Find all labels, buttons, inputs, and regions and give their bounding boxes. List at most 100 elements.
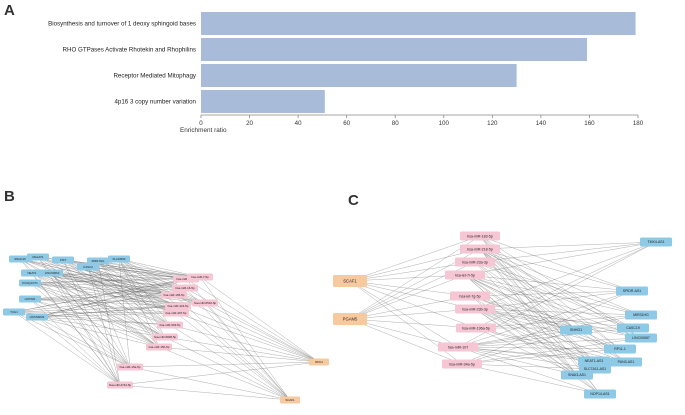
netb-edge-26 — [62, 259, 201, 278]
netb-node-mirna-20: hsa-miR-15a-5p — [117, 363, 143, 371]
category-label-2: Receptor Mediated Mitophagy — [113, 73, 196, 80]
category-label-3: 4p16 3 copy number variation — [114, 99, 196, 106]
netb-node-label-21: hsa-miR-4742-5p — [109, 383, 132, 387]
bar-2 — [201, 64, 517, 87]
netc-node-label-9: hsa-miR-107 — [448, 345, 469, 349]
netc-node-mirna-5: hsa-let-7i-5p — [445, 270, 485, 280]
netb-edge-105 — [87, 266, 187, 280]
netb-node-lncrna-3: NEAT1 — [21, 269, 43, 277]
netb-node-label-15: hsa-miR-424-5p — [168, 304, 189, 308]
netc-node-label-17: PAN3-AS1 — [618, 360, 635, 364]
netb-node-lncrna-2: XIST — [52, 256, 74, 264]
netc-node-lncrna-17: PAN3-AS1 — [610, 357, 642, 367]
netc-edge-29 — [479, 248, 621, 350]
netc-edge-40 — [474, 261, 595, 362]
category-label-1: RHO GTPases Activate Rhotekin and Rhophi… — [63, 47, 196, 54]
netc-node-lncrna-11: TMX4-AS1 — [640, 237, 672, 247]
netb-edge-97 — [51, 272, 175, 296]
netc-node-label-10: hsa-miR-34a-5p — [449, 362, 475, 366]
netb-edge-54 — [29, 298, 131, 368]
netc-node-gene-1: PGAM5 — [333, 313, 367, 325]
panel-letter-a: A — [4, 2, 15, 19]
netc-node-label-6: hsa-let-7g-5p — [459, 294, 480, 298]
netc-edge-48 — [464, 274, 627, 363]
netb-node-lncrna-9: FLJ43663 — [108, 255, 130, 263]
netc-node-mirna-6: hsa-let-7g-5p — [450, 291, 490, 301]
netc-edge-65 — [474, 308, 621, 350]
netc-edge-95 — [461, 363, 601, 395]
netc-edge-14 — [349, 308, 476, 320]
netc-edge-9 — [349, 235, 481, 320]
netc-edge-50 — [464, 274, 595, 362]
netc-edge-54 — [469, 290, 633, 297]
netb-edge-64 — [13, 311, 121, 386]
netc-node-lncrna-22: NOP14-AS1 — [584, 389, 616, 399]
netc-edge-64 — [474, 308, 634, 329]
netc-edge-30 — [479, 248, 627, 363]
netb-edge-87 — [118, 258, 186, 289]
netc-edge-76 — [475, 327, 595, 362]
netb-edge-85 — [97, 260, 206, 304]
netc-node-label-19: NEAT1-AS1 — [585, 359, 604, 363]
netb-node-mirna-19: hsa-miR-15b-5p — [146, 343, 172, 351]
netb-node-label-14: hsa-miR-195-5p — [164, 293, 185, 297]
netb-edge-59 — [13, 305, 179, 313]
netb-edge-130 — [129, 361, 320, 368]
netb-edge-132 — [119, 361, 320, 386]
netb-edge-134 — [199, 276, 320, 363]
netb-edge-136 — [204, 302, 320, 363]
netb-node-lncrna-5: HOTAIR — [19, 295, 41, 303]
netb-edge-65 — [13, 276, 201, 313]
netc-node-lncrna-21: SNAI3-AS1 — [561, 370, 593, 380]
netc-edge-42 — [464, 241, 657, 276]
netb-edge-23 — [62, 259, 166, 338]
netc-node-label-4: hsa-miR-23a-3p — [462, 260, 488, 264]
netc-node-lncrna-15: CASC19 — [617, 323, 649, 333]
netc-edge-90 — [461, 290, 633, 365]
netb-edge-84 — [97, 260, 201, 278]
bar-1 — [201, 38, 588, 61]
x-tick-label-0: 0 — [199, 120, 203, 127]
netc-edge-43 — [464, 274, 633, 292]
netc-node-lncrna-12: SPIDR-AS1 — [616, 286, 648, 296]
netc-edge-67 — [474, 308, 642, 339]
netb-edge-125 — [169, 324, 291, 401]
netc-node-label-11: TMX4-AS1 — [647, 240, 664, 244]
netc-edge-25 — [479, 248, 633, 292]
netc-node-lncrna-14: SNHG1 — [560, 325, 592, 335]
netc-edge-91 — [461, 329, 577, 365]
netc-node-mirna-10: hsa-miR-34a-5p — [442, 359, 482, 369]
netb-edge-71 — [36, 316, 166, 338]
netc-node-mirna-8: hsa-miR-196a-5p — [456, 323, 496, 333]
netb-edge-55 — [29, 298, 121, 386]
netc-node-label-16: RP11-1 — [614, 347, 626, 351]
netb-edge-96 — [51, 272, 186, 289]
netb-edge-93 — [118, 258, 131, 368]
netc-edge-15 — [349, 318, 477, 329]
netb-edge-117 — [184, 287, 291, 401]
netc-edge-18 — [479, 235, 633, 292]
netb-node-label-25: SCAF1 — [285, 398, 295, 402]
bar-0 — [201, 12, 636, 35]
netb-edge-100 — [51, 272, 166, 338]
netb-edge-99 — [51, 272, 177, 314]
netb-edge-103 — [51, 272, 121, 386]
bar-3 — [201, 90, 325, 113]
netc-node-label-13: MIR31HG — [633, 313, 649, 317]
netb-edge-102 — [51, 272, 131, 368]
netb-edge-47 — [29, 282, 206, 304]
netc-edge-26 — [479, 248, 642, 316]
netb-edge-127 — [164, 336, 291, 401]
netb-edge-24 — [62, 259, 131, 368]
netb-edge-3 — [19, 258, 177, 314]
netc-node-label-20: SLC7A11-AS1 — [584, 367, 607, 371]
x-tick-label-9: 180 — [633, 120, 644, 127]
netb-edge-101 — [51, 272, 160, 348]
netc-edge-83 — [457, 346, 621, 350]
netb-edge-90 — [118, 258, 171, 326]
netc-node-label-21: SNAI3-AS1 — [568, 373, 586, 377]
netb-edge-67 — [36, 287, 186, 318]
netc-edge-89 — [457, 346, 601, 395]
netb-node-mirna-13: hsa-miR-16-5p — [172, 284, 198, 292]
